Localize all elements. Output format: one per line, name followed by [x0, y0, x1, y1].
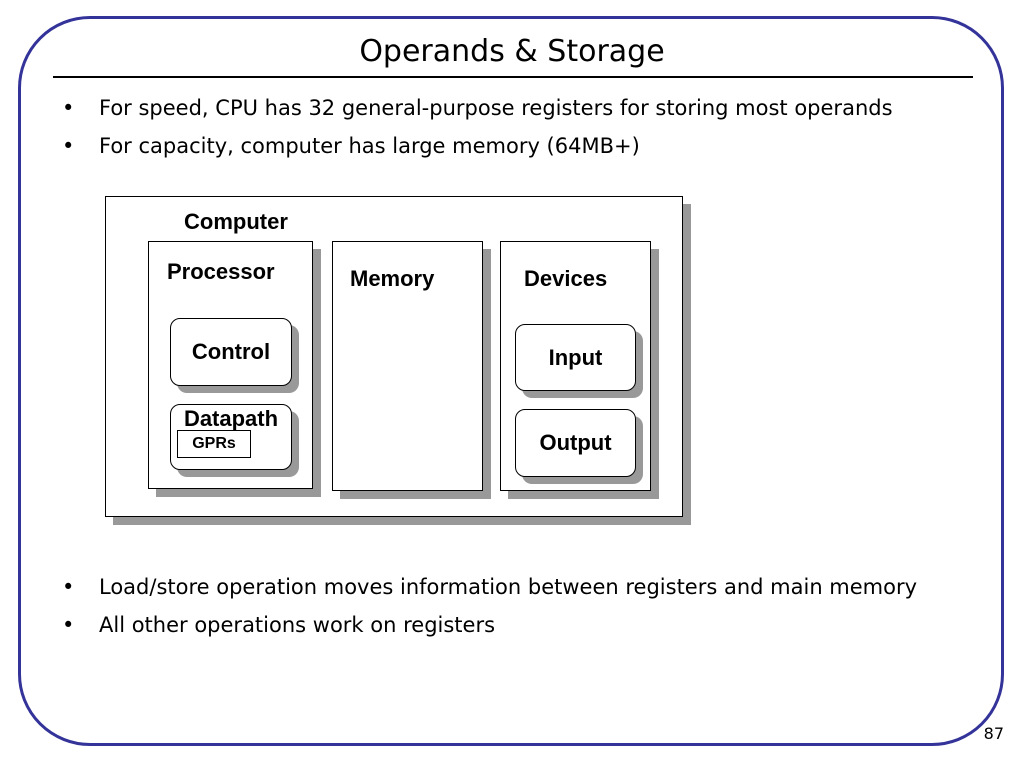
slide-frame	[18, 16, 1004, 746]
control-label: Control	[191, 339, 271, 364]
control-box: Control	[170, 318, 292, 386]
datapath-box: Datapath GPRs	[170, 404, 292, 470]
gprs-box: GPRs	[177, 430, 251, 458]
bottom-bullet-list: • Load/store operation moves information…	[62, 572, 962, 648]
bullet-item: • Load/store operation moves information…	[62, 572, 962, 602]
input-label: Input	[548, 345, 603, 370]
bullet-text: For speed, CPU has 32 general-purpose re…	[99, 96, 893, 120]
title-divider	[53, 76, 973, 78]
datapath-label: Datapath	[183, 406, 279, 431]
devices-label: Devices	[524, 266, 608, 291]
output-box: Output	[515, 409, 636, 477]
bullet-dot: •	[62, 613, 75, 637]
input-box: Input	[515, 324, 636, 391]
processor-label: Processor	[167, 259, 275, 284]
bullet-text: Load/store operation moves information b…	[99, 575, 918, 599]
bullet-dot: •	[62, 96, 75, 120]
top-bullet-list: • For speed, CPU has 32 general-purpose …	[62, 93, 962, 169]
output-label: Output	[539, 430, 612, 455]
bullet-item: • For capacity, computer has large memor…	[62, 131, 962, 161]
computer-label: Computer	[184, 209, 288, 234]
bullet-text: For capacity, computer has large memory …	[99, 134, 640, 158]
memory-label: Memory	[350, 266, 435, 291]
slide-title: Operands & Storage	[359, 34, 665, 69]
page-number: 87	[983, 724, 1004, 743]
bullet-dot: •	[62, 134, 75, 158]
bullet-text: All other operations work on registers	[99, 613, 496, 637]
bullet-item: • For speed, CPU has 32 general-purpose …	[62, 93, 962, 123]
bullet-dot: •	[62, 575, 75, 599]
memory-box: Memory	[332, 241, 483, 491]
bullet-item: • All other operations work on registers	[62, 610, 962, 640]
